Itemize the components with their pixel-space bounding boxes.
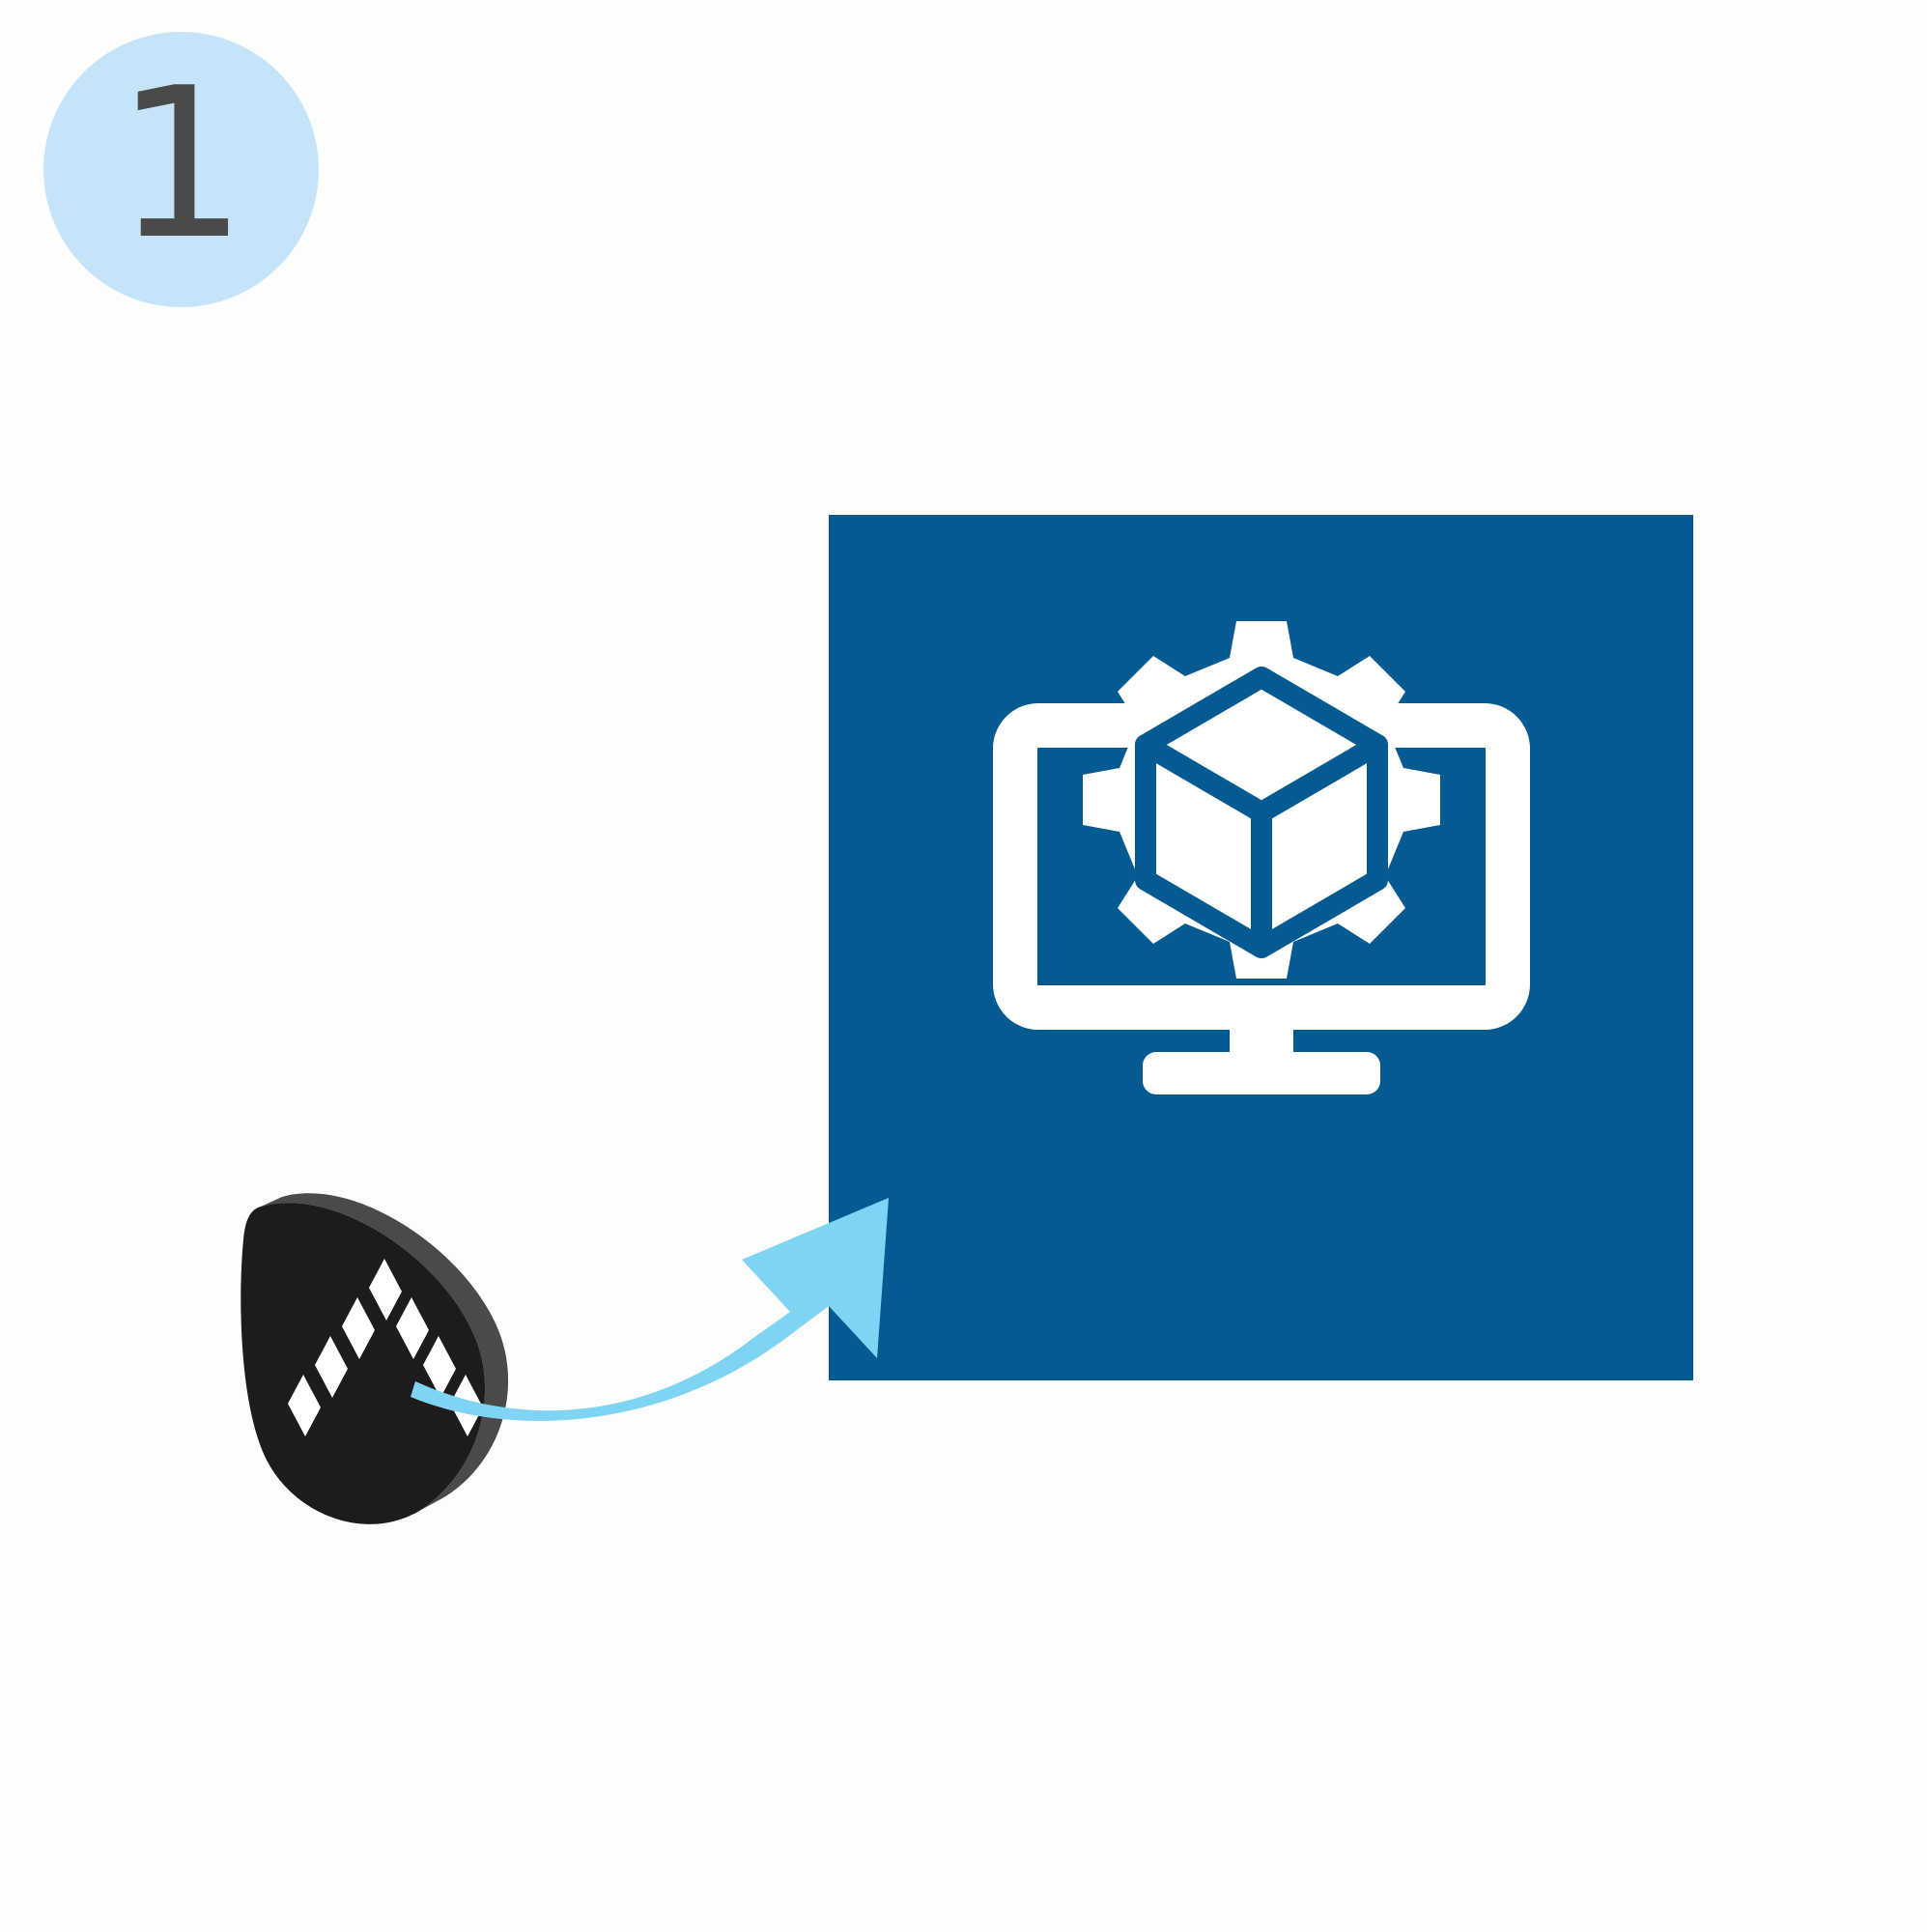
isometric-tile-shape (241, 1193, 509, 1524)
monitor-gear-cube-icon (993, 621, 1530, 1094)
compute-settings-tile[interactable] (829, 515, 1693, 1380)
isometric-app-tile-icon[interactable] (222, 1183, 531, 1550)
cube-3d-icon (1135, 667, 1388, 958)
step-number-badge: 1 (43, 32, 319, 307)
step-number-label: 1 (115, 43, 247, 285)
monitor-base (1143, 1052, 1380, 1094)
